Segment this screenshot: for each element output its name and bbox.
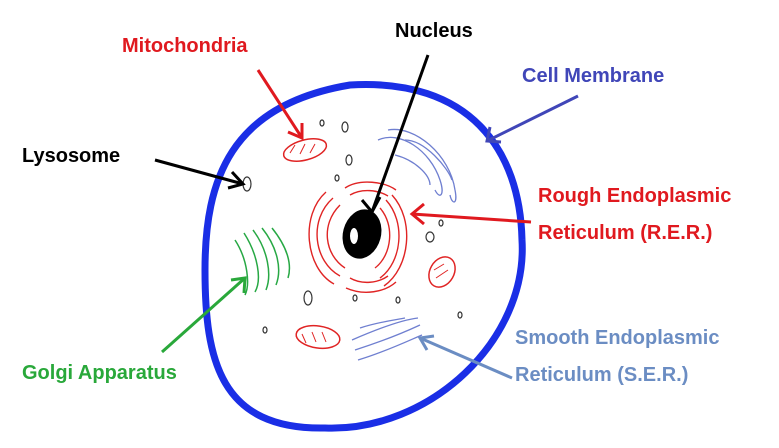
nucleolus bbox=[350, 228, 358, 244]
label-lysosome: Lysosome bbox=[22, 145, 121, 167]
label-mitochondria: Mitochondria bbox=[122, 35, 248, 57]
mitochondrion-right bbox=[428, 256, 456, 288]
cell-membrane bbox=[201, 81, 526, 432]
arrow-cell-membrane bbox=[485, 94, 579, 144]
label-rer-line2: Reticulum (R.E.R.) bbox=[538, 222, 713, 244]
label-cell-membrane: Cell Membrane bbox=[522, 65, 665, 87]
label-golgi: Golgi Apparatus bbox=[22, 362, 177, 384]
label-ser-line1: Smooth Endoplasmic bbox=[515, 327, 720, 349]
arrow-mitochondria bbox=[256, 69, 304, 141]
label-nucleus: Nucleus bbox=[395, 20, 473, 42]
smooth-er-bottom bbox=[351, 317, 423, 361]
arrow-golgi bbox=[161, 276, 247, 354]
label-ser-line2: Reticulum (S.E.R.) bbox=[515, 364, 689, 386]
arrow-lysosome bbox=[154, 158, 246, 190]
mitochondrion-bottom bbox=[295, 324, 341, 350]
label-rer-line1: Rough Endoplasmic bbox=[538, 185, 732, 207]
arrow-ser bbox=[417, 334, 513, 380]
arrow-rer bbox=[409, 202, 532, 226]
nucleus bbox=[342, 209, 382, 259]
arrow-nucleus bbox=[360, 54, 430, 215]
mitochondrion-top bbox=[282, 138, 328, 162]
golgi-apparatus bbox=[234, 227, 291, 296]
rough-er bbox=[308, 181, 408, 293]
